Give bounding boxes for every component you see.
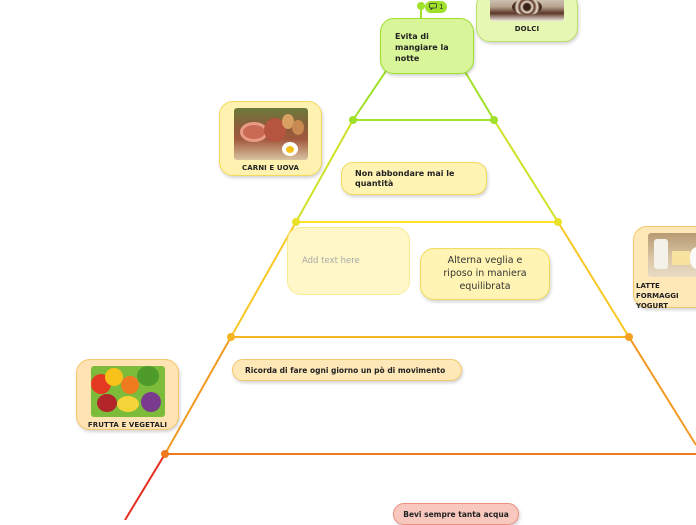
meat-eggs-node[interactable]: CARNI E UOVA xyxy=(219,101,322,176)
comment-count: 1 xyxy=(439,3,444,11)
tip-sleep[interactable]: Alterna veglia e riposo in maniera equil… xyxy=(420,248,550,300)
sweets-image xyxy=(490,0,564,21)
tip-water[interactable]: Bevi sempre tanta acqua xyxy=(393,503,519,525)
comment-badge[interactable]: 1 xyxy=(425,1,448,13)
tip-movement[interactable]: Ricorda di fare ogni giorno un pò di mov… xyxy=(232,359,462,381)
dairy-image xyxy=(648,233,696,277)
tip-night-eating[interactable]: Evita di mangiare la notte xyxy=(380,18,474,74)
fruit-veg-image xyxy=(90,366,165,417)
meat-eggs-image xyxy=(233,108,308,160)
fruit-veg-node[interactable]: FRUTTA E VEGETALI xyxy=(76,359,179,430)
add-text-placeholder[interactable]: Add text here xyxy=(287,227,410,295)
dairy-node[interactable]: LATTE FORMAGGI YOGURT xyxy=(633,226,696,310)
sweets-node[interactable]: DOLCI xyxy=(476,0,578,42)
tip-quantity[interactable]: Non abbondare mai le quantità xyxy=(341,162,487,195)
comment-icon xyxy=(429,2,437,12)
